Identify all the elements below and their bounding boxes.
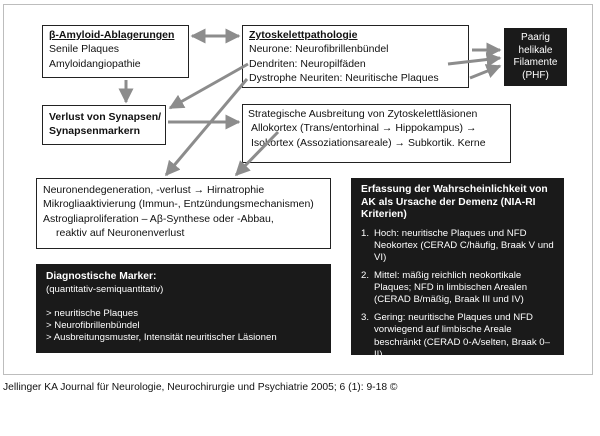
- marker-item: > Ausbreitungsmuster, Intensität neuriti…: [46, 331, 277, 343]
- criteria-number: 2.: [361, 270, 370, 282]
- phf-line: (PHF): [522, 69, 549, 81]
- degeneration-box: Neuronendegeneration, -verlust → Hirnatr…: [36, 178, 331, 249]
- criteria-item: 3. Gering: neuritische Plaques und NFD v…: [361, 312, 556, 360]
- ausbreitung-box: Strategische Ausbreitung von Zytoskelett…: [242, 104, 511, 163]
- zytoskelett-line: Dendriten: Neuropilfäden: [249, 57, 366, 70]
- ausbreitung-line: Isokortex (Assoziationsareale) → Subkort…: [251, 136, 486, 149]
- criteria-number: 3.: [361, 312, 370, 324]
- criteria-text: Gering: neuritische Plaques und NFD vorw…: [374, 312, 550, 360]
- phf-line: Paarig: [521, 32, 550, 43]
- criteria-title: Erfassung der Wahrscheinlichkeit von AK …: [361, 184, 548, 221]
- marker-subtitle: (quantitativ-semiquantitativ): [46, 283, 164, 295]
- amyloid-box: β-Amyloid-Ablagerungen Senile Plaques Am…: [42, 25, 189, 78]
- ausbreitung-title: Strategische Ausbreitung von Zytoskelett…: [248, 108, 478, 120]
- synapsen-box: Verlust von Synapsen/ Synapsenmarkern: [42, 105, 166, 145]
- degeneration-line: Neuronendegeneration, -verlust → Hirnatr…: [43, 184, 265, 196]
- zytoskelett-line: Dystrophe Neuriten: Neuritische Plaques: [249, 71, 439, 84]
- synapsen-line: Synapsenmarkern: [49, 125, 141, 138]
- degeneration-line: reaktiv auf Neuronenverlust: [56, 226, 185, 239]
- figure-frame: [3, 4, 593, 375]
- marker-box: Diagnostische Marker: (quantitativ-semiq…: [36, 264, 331, 353]
- zytoskelett-box: Zytoskelettpathologie Neurone: Neurofibr…: [242, 25, 469, 88]
- zytoskelett-line: Neurone: Neurofibrillenbündel: [249, 43, 389, 56]
- criteria-item: 2. Mittel: mäßig reichlich neokortikale …: [361, 270, 556, 306]
- zytoskelett-title: Zytoskelettpathologie: [249, 29, 358, 41]
- degeneration-line: Mikrogliaaktivierung (Immun-, Entzündung…: [43, 198, 314, 211]
- marker-item: > Neurofibrillenbündel: [46, 319, 140, 331]
- phf-line: helikale: [518, 44, 553, 56]
- phf-line: Filamente: [513, 57, 558, 68]
- source-caption: Jellinger KA Journal für Neurologie, Neu…: [3, 382, 398, 393]
- phf-box: Paarig helikale Filamente (PHF): [504, 28, 567, 86]
- criteria-number: 1.: [361, 227, 370, 239]
- marker-item: > neuritische Plaques: [46, 307, 138, 319]
- amyloid-title: β-Amyloid-Ablagerungen: [49, 29, 175, 41]
- criteria-text: Mittel: mäßig reichlich neokortikale Pla…: [374, 270, 528, 306]
- synapsen-line: Verlust von Synapsen/: [49, 111, 162, 123]
- amyloid-line: Senile Plaques: [49, 43, 120, 56]
- marker-title: Diagnostische Marker:: [46, 271, 157, 282]
- criteria-text: Hoch: neuritische Plaques und NFD Neokor…: [374, 227, 554, 263]
- ausbreitung-line: Allokortex (Trans/entorhinal → Hippokamp…: [251, 122, 477, 135]
- criteria-box: Erfassung der Wahrscheinlichkeit von AK …: [351, 178, 564, 360]
- amyloid-line: Amyloidangiopathie: [49, 57, 141, 70]
- criteria-item: 1. Hoch: neuritische Plaques und NFD Neo…: [361, 228, 556, 264]
- degeneration-line: Astrogliaproliferation – Aβ-Synthese ode…: [43, 212, 274, 225]
